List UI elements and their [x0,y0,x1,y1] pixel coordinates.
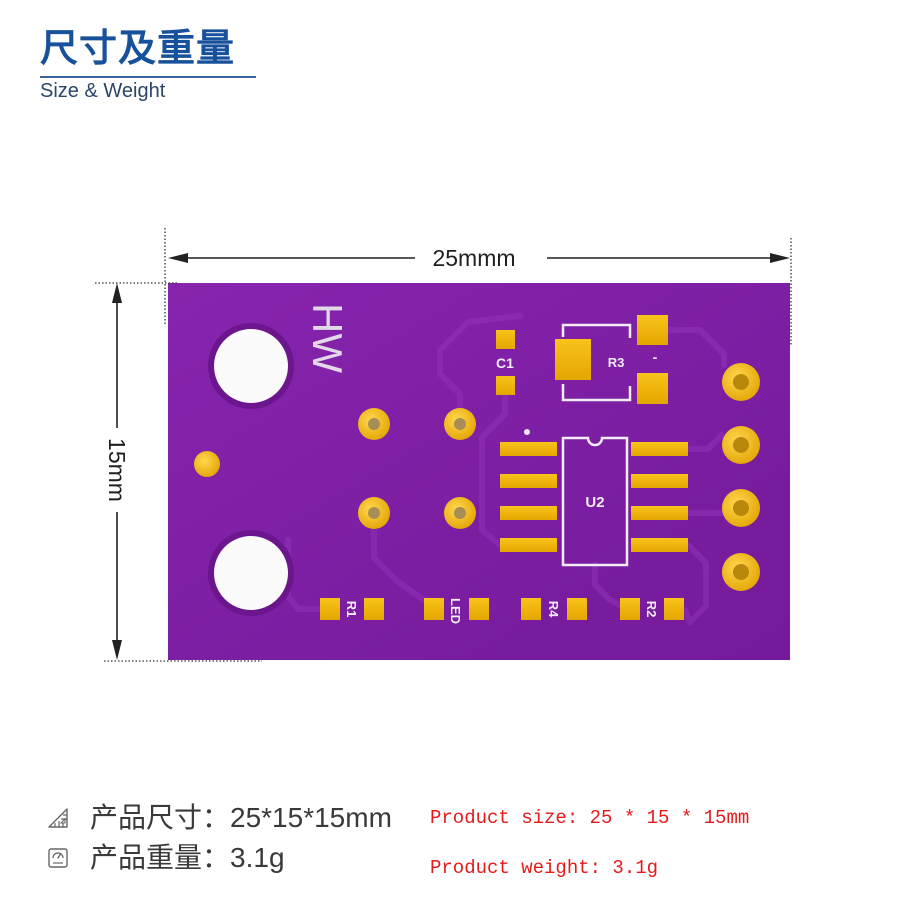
silkscreen-r2: R2 [644,601,659,618]
r2-pad-left [620,598,640,620]
r4-pad-left [521,598,541,620]
silkscreen-r3: R3 [608,355,625,370]
capacitor-c1: C1 [496,330,515,395]
led-pad-right [469,598,489,620]
arrowhead-right [770,253,790,263]
u2-pin [631,506,688,520]
silkscreen-u2: U2 [585,494,604,511]
c1-pad-top [496,330,515,349]
silkscreen-r4: R4 [546,601,561,618]
pcb-board: HW [168,283,790,660]
ic-u2: U2 [500,429,688,567]
spec-size-value: 25*15*15mm [230,802,392,833]
r3-pad-top [637,315,668,345]
height-label: 15mm [104,438,130,502]
led-pad-left [424,598,444,620]
page-title: 尺寸及重量 [40,28,236,70]
trace [437,313,523,411]
header-pin-pad [722,553,760,591]
r3-pad-bottom [637,373,668,404]
silkscreen-r3-mark: - [653,349,658,365]
r2-pad-right [664,598,684,620]
u2-pin [500,538,557,552]
trace [479,392,508,548]
pcb-traces [285,313,727,625]
resistor-r3: R3 - [555,315,668,404]
spec-size-row: 产品尺寸： 25*15*15mm [46,801,392,835]
header-pin-pad [722,363,760,401]
pin1-dot [524,429,530,435]
through-hole-pad [358,497,390,529]
spec-weight-english: Product weight: 3.1g [430,857,659,879]
mounting-hole-bottom [208,530,294,616]
u2-pin [631,442,688,456]
u2-pin [631,474,688,488]
u2-pin [500,474,557,488]
gold-test-pad [194,451,220,477]
c1-pad-bottom [496,376,515,395]
header-pin-pad [722,426,760,464]
silkscreen-brand: HW [304,303,351,373]
scale-icon [46,846,70,870]
r4-pad-right [567,598,587,620]
spec-weight-label: 产品重量： [90,842,231,873]
u2-pin [500,506,557,520]
trace [371,526,427,603]
trace [685,432,725,452]
u2-pin [500,442,557,456]
pad-hole [733,437,749,453]
u2-outline [561,436,629,567]
pad-hole [454,507,466,519]
through-hole-pad [444,408,476,440]
width-dimension: 25mmm [164,228,792,345]
silkscreen-led: LED [448,598,463,624]
pad-hole [733,564,749,580]
pad-hole [733,374,749,390]
spec-weight-value: 3.1g [230,842,285,873]
r3-outline [561,323,632,402]
r3-pad-large [555,339,591,380]
r1-pad-left [320,598,340,620]
pad-hole [368,418,380,430]
page-subtitle: Size & Weight [40,80,166,102]
spec-size-label: 产品尺寸： [90,802,231,833]
arrowhead-left [168,253,188,263]
arrowhead-bottom [112,640,122,660]
resistor-r2: R2 [620,598,684,620]
resistor-r1: R1 [320,598,384,620]
resistor-r4: R4 [521,598,587,620]
through-hole-pad [358,408,390,440]
arrowhead-top [112,283,122,303]
hole-opening [214,536,288,610]
title-underline [40,76,256,78]
pad-hole [733,500,749,516]
hole-opening [214,329,288,403]
r1-pad-right [364,598,384,620]
trace [592,562,623,608]
u2-pin [631,538,688,552]
mounting-hole-top [208,323,294,409]
trace [665,327,727,368]
led: LED [424,598,489,624]
silkscreen-c1: C1 [496,355,514,371]
silkscreen-r1: R1 [344,601,359,618]
spec-size-english: Product size: 25 * 15 * 15mm [430,807,750,829]
pad-hole [454,418,466,430]
through-hole-pad [444,497,476,529]
trace [682,542,709,625]
width-label: 25mmm [432,245,515,271]
ruler-triangle-icon [46,806,70,830]
spec-weight-row: 产品重量： 3.1g [46,841,285,875]
pad-hole [368,507,380,519]
header-pin-pad [722,489,760,527]
height-dimension: 15mm [95,282,262,662]
